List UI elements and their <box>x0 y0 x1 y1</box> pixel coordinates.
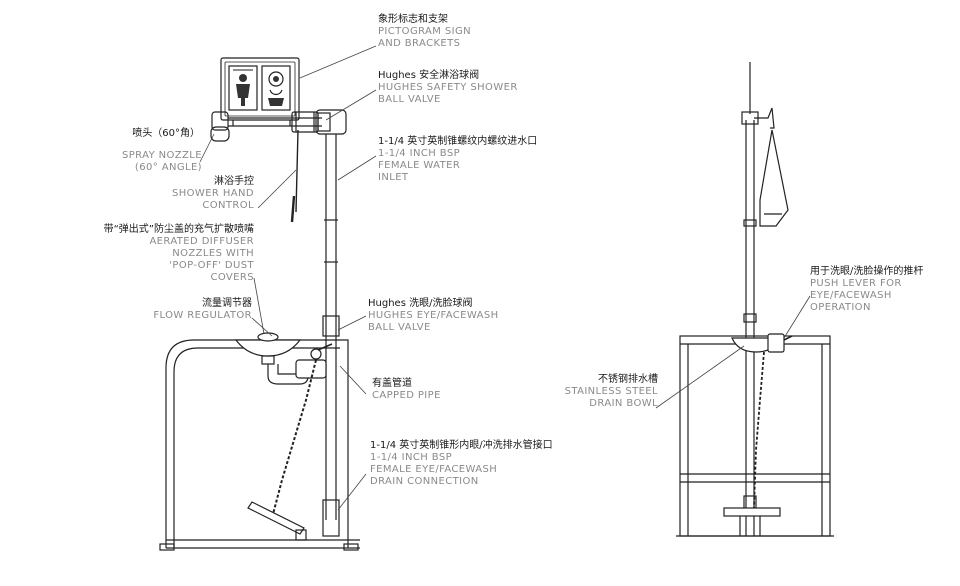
side-view-bowl <box>731 333 793 353</box>
label-spray-nozzle-zh: 喷头（60°角） <box>132 128 200 139</box>
supply-pipe <box>322 134 340 537</box>
pictogram-sign <box>220 57 300 126</box>
label-spray-nozzle: SPRAY NOZZLE (60° ANGLE) <box>121 150 202 173</box>
label-flow-regulator: 流量调节器 FLOW REGULATOR <box>153 298 252 321</box>
shower-arm <box>210 109 347 142</box>
label-eye-valve: Hughes 洗眼/洗脸球阀 HUGHES EYE/FACEWASH BALL … <box>368 298 499 333</box>
label-push-lever: 用于洗眼/洗脸操作的推杆 PUSH LEVER FOR EYE/FACEWASH… <box>810 266 924 313</box>
side-view-pipe <box>741 62 759 536</box>
leader-lines <box>199 45 811 511</box>
eyewash-chain <box>271 359 317 519</box>
eyewash-bowl <box>234 332 333 385</box>
frame <box>159 339 360 551</box>
label-diffuser: 带“弹出式”防尘盖的充气扩散喷嘴 AERATED DIFFUSER NOZZLE… <box>103 224 254 283</box>
label-inlet: 1-1/4 英寸英制锥螺纹内螺纹进水口 1-1/4 INCH BSP FEMAL… <box>378 136 538 183</box>
label-capped-pipe: 有盖管道 CAPPED PIPE <box>372 378 441 401</box>
side-view-pedal <box>723 507 781 536</box>
side-view-frame <box>676 335 834 537</box>
label-drain: 1-1/4 英寸英制锥形内眼/冲洗排水管接口 1-1/4 INCH BSP FE… <box>370 440 553 487</box>
label-shower-valve: Hughes 安全淋浴球阀 HUGHES SAFETY SHOWER BALL … <box>378 70 518 105</box>
label-drain-bowl: 不锈钢排水槽 STAINLESS STEEL DRAIN BOWL <box>564 374 658 409</box>
side-view-shower-valve <box>754 107 789 227</box>
label-hand-control: 淋浴手控 SHOWER HAND CONTROL <box>171 176 254 211</box>
side-view-chain <box>753 351 765 509</box>
label-pictogram: 象形标志和支架 PICTOGRAM SIGN AND BRACKETS <box>378 14 472 49</box>
shower-hand-control <box>290 129 299 223</box>
foot-pedal <box>247 501 307 541</box>
